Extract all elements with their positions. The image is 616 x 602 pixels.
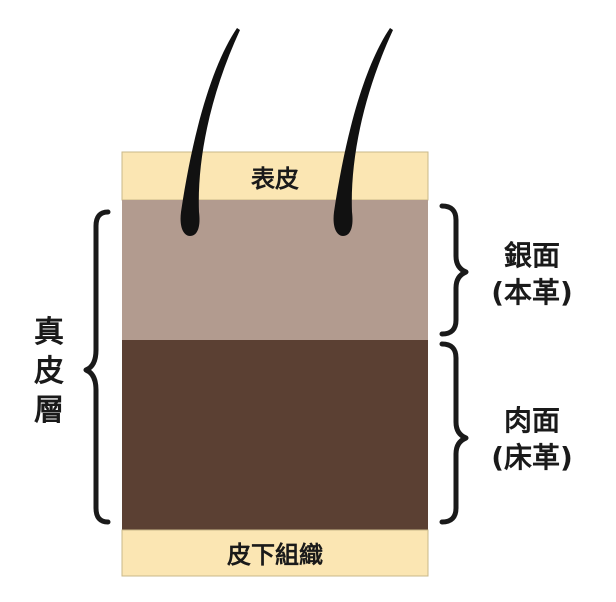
flesh-side-label-line-2: (床革) <box>491 441 573 474</box>
flesh-brace <box>439 341 469 525</box>
subcutaneous-label: 皮下組織 <box>227 541 323 569</box>
hair-left <box>180 28 240 236</box>
epidermis-layer <box>121 151 429 201</box>
grain-side-label-line-1: 銀面 <box>504 239 560 272</box>
dermis-brace <box>83 209 111 525</box>
subcutaneous-layer <box>121 529 429 577</box>
dermis-label-line-2: 皮 <box>34 354 64 389</box>
grain-layer <box>122 200 428 340</box>
dermis-label-line-1: 真 <box>34 315 64 350</box>
hair-right <box>333 28 393 236</box>
flesh-side-label-line-1: 肉面 <box>504 404 560 437</box>
flesh-layer <box>122 340 428 530</box>
epidermis-label: 表皮 <box>251 165 299 193</box>
grain-side-label-line-2: (本革) <box>491 276 573 309</box>
dermis-label-line-3: 層 <box>34 393 64 428</box>
grain-brace <box>439 203 469 337</box>
